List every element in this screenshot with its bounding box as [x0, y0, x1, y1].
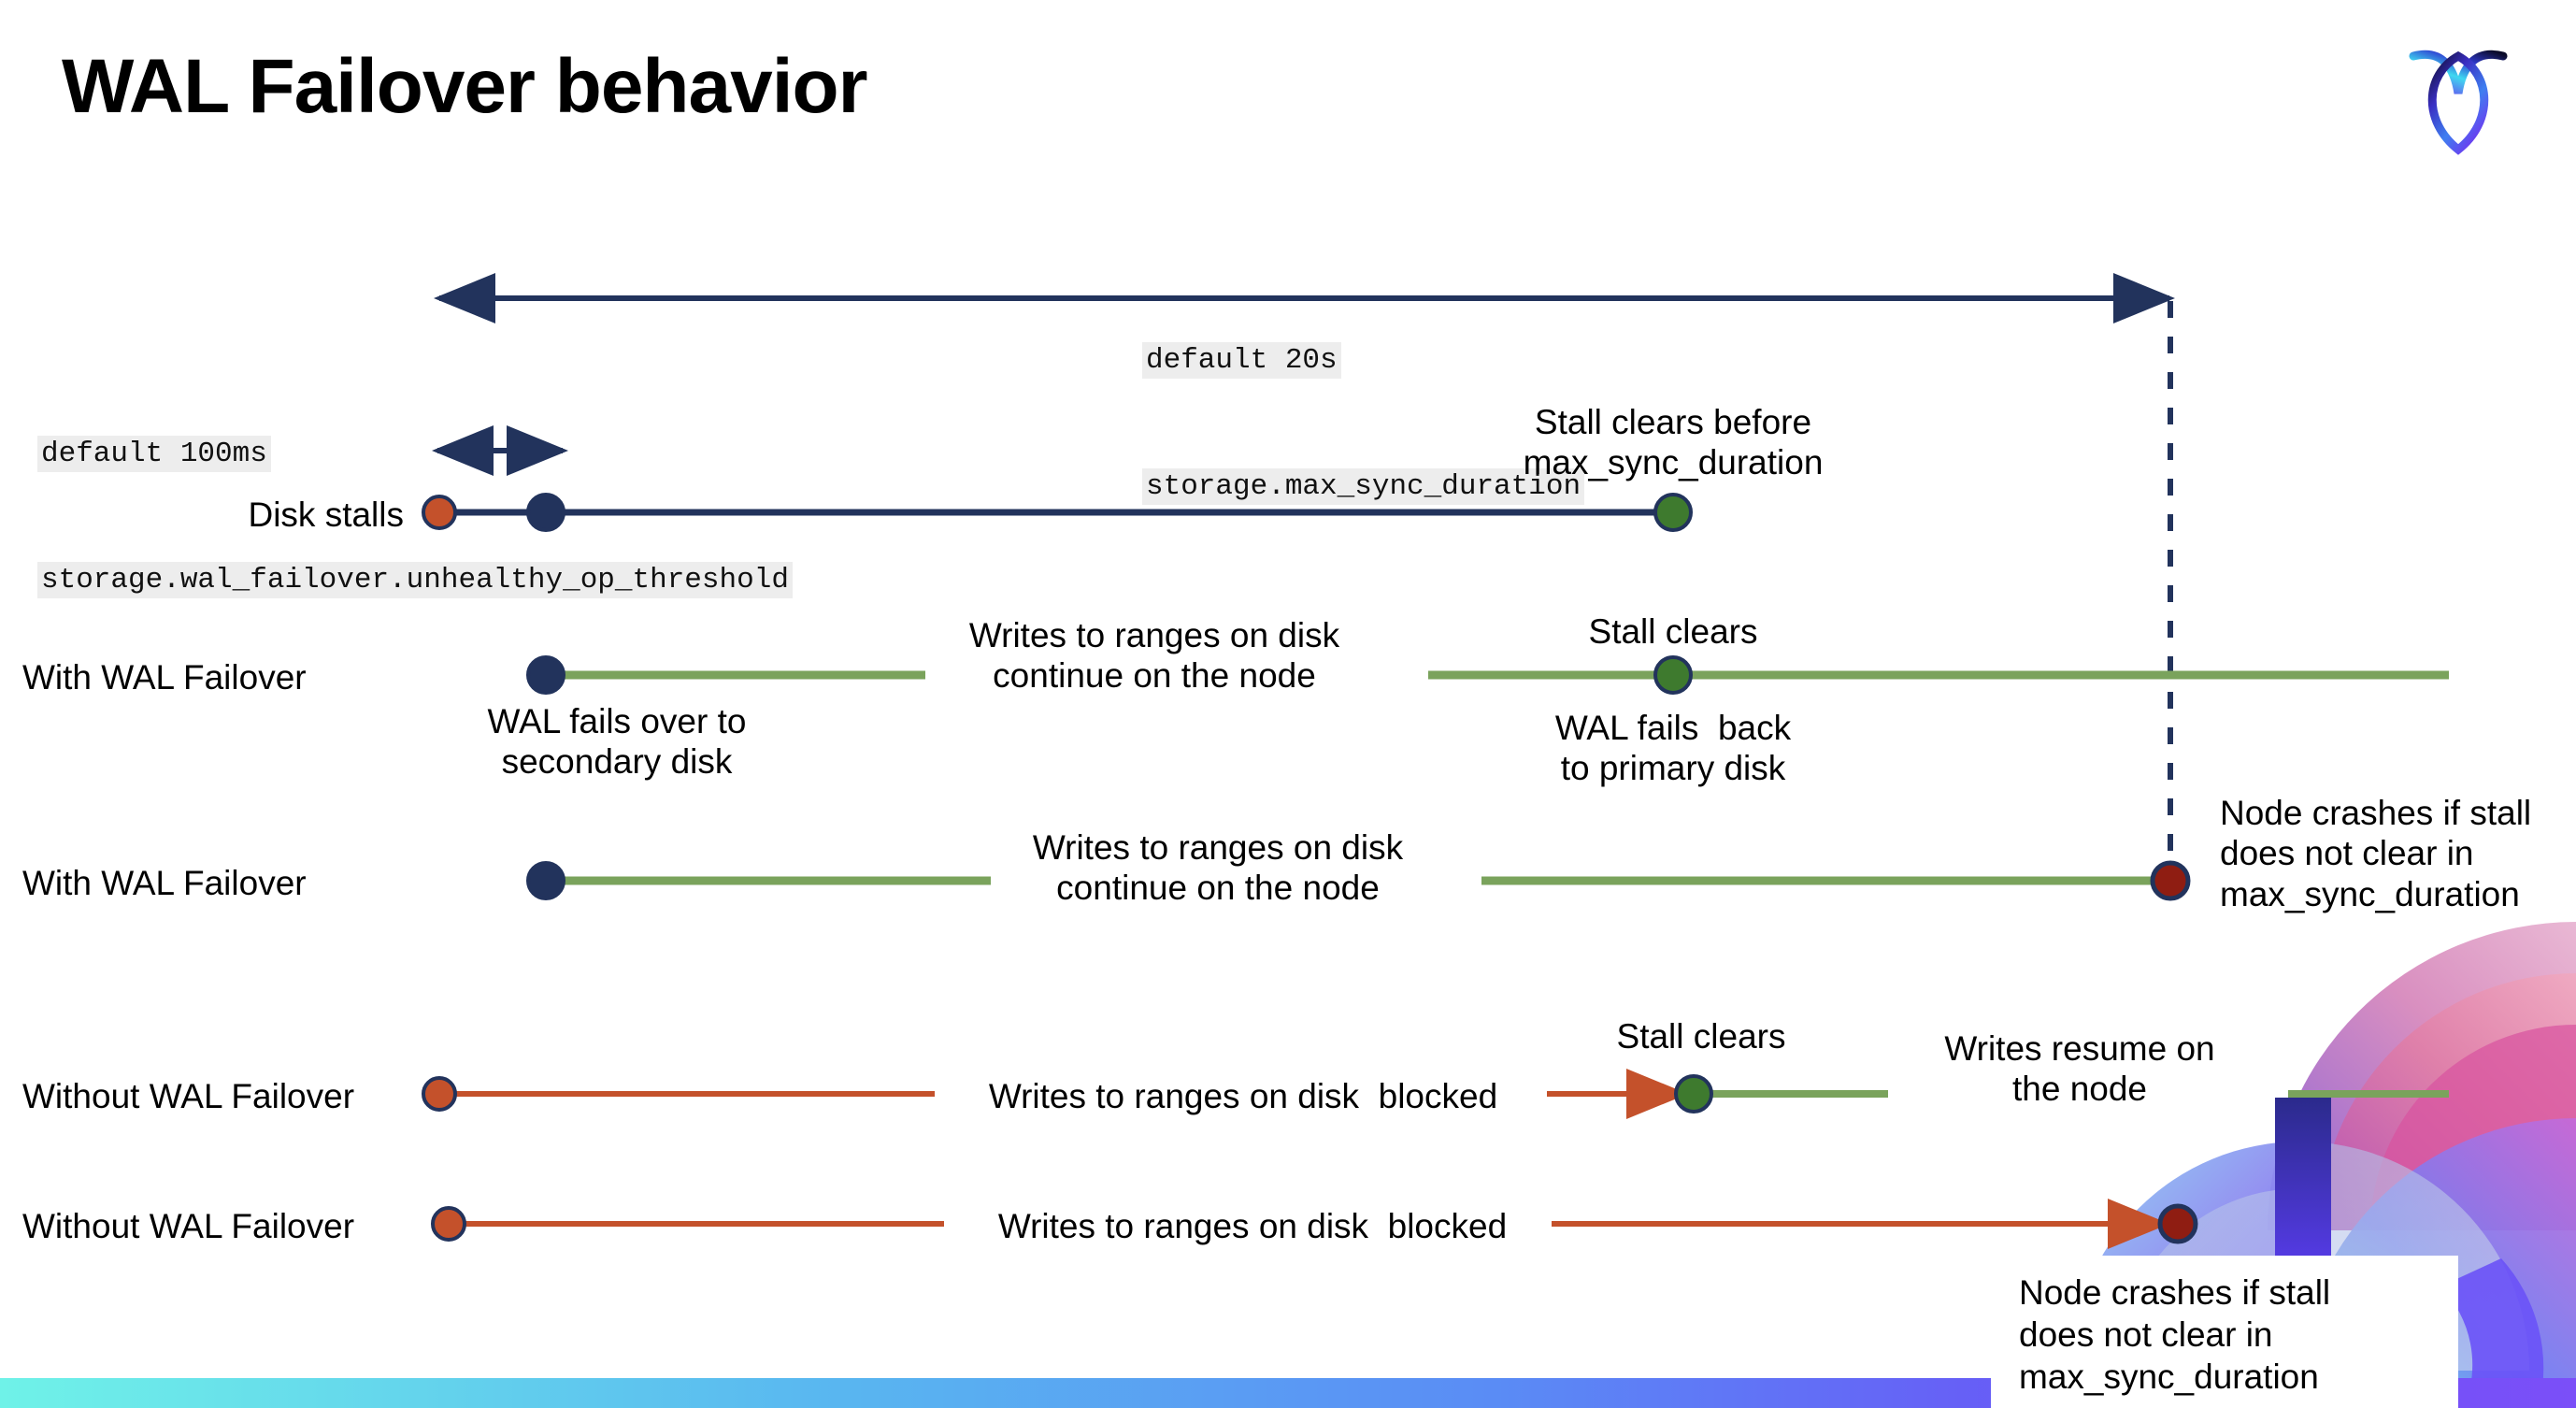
note-wal-fails-over: WAL fails over to secondary disk — [487, 702, 747, 782]
stall-clear-marker — [1674, 1074, 1713, 1113]
row-with-wal-failover-2-track — [526, 860, 2191, 901]
max-sync-duration-annotation: default 20s storage.max_sync_duration — [1142, 256, 1585, 593]
stall-clear-marker — [1653, 655, 1693, 695]
note-node-crashes-1: Node crashes if stall does not clear in … — [2220, 794, 2532, 913]
note-node-crashes-2: Node crashes if stall does not clear in … — [2019, 1273, 2331, 1397]
node-crash-callout-box — [1991, 1256, 2458, 1408]
note-writes-blocked-1: Writes to ranges on disk blocked — [988, 1077, 1498, 1115]
row-without-wal-failover-1-track — [422, 1069, 2449, 1119]
note-writes-continue-1: Writes to ranges on disk continue on the… — [968, 616, 1340, 696]
unhealthy-setting-label: storage.wal_failover.unhealthy_op_thresh… — [37, 561, 793, 598]
stall-start-marker — [431, 1206, 466, 1242]
note-stall-clears-before-max-sync: Stall clears before max_sync_duration — [1523, 403, 1824, 482]
page-title: WAL Failover behavior — [62, 44, 868, 129]
row-label-disk-stalls: Disk stalls — [248, 496, 404, 534]
note-stall-clears-1: Stall clears — [1588, 612, 1758, 651]
stall-clear-marker — [1653, 493, 1693, 532]
note-wal-fails-back: WAL fails back to primary disk — [1554, 709, 1792, 788]
node-crash-marker — [2150, 860, 2191, 901]
note-writes-continue-2: Writes to ranges on disk continue on the… — [1032, 828, 1404, 908]
failover-marker — [526, 655, 565, 695]
failover-marker — [526, 493, 565, 532]
cockroachdb-logo-icon — [2409, 50, 2508, 155]
failover-marker — [526, 861, 565, 900]
row-with-wal-failover-1-track — [526, 655, 2449, 695]
max-sync-default-label: default 20s — [1142, 341, 1341, 379]
row-disk-stalls-track — [422, 493, 1693, 532]
row-label-without-wal-failover-1: Without WAL Failover — [22, 1077, 355, 1115]
note-stall-clears-2: Stall clears — [1616, 1017, 1786, 1056]
row-label-with-wal-failover-1: With WAL Failover — [22, 658, 307, 697]
unhealthy-op-threshold-annotation: default 100ms storage.wal_failover.unhea… — [37, 350, 793, 686]
row-label-without-wal-failover-2: Without WAL Failover — [22, 1207, 355, 1245]
note-writes-blocked-2: Writes to ranges on disk blocked — [997, 1207, 1508, 1245]
row-without-wal-failover-2-track — [431, 1199, 2198, 1249]
stall-start-marker — [422, 1076, 457, 1112]
max-sync-setting-label: storage.max_sync_duration — [1142, 467, 1585, 505]
unhealthy-default-label: default 100ms — [37, 435, 271, 472]
node-crash-marker — [2157, 1203, 2198, 1244]
stall-start-marker — [422, 495, 457, 530]
row-label-with-wal-failover-2: With WAL Failover — [22, 864, 307, 902]
note-writes-resume: Writes resume on the node — [1944, 1029, 2215, 1109]
